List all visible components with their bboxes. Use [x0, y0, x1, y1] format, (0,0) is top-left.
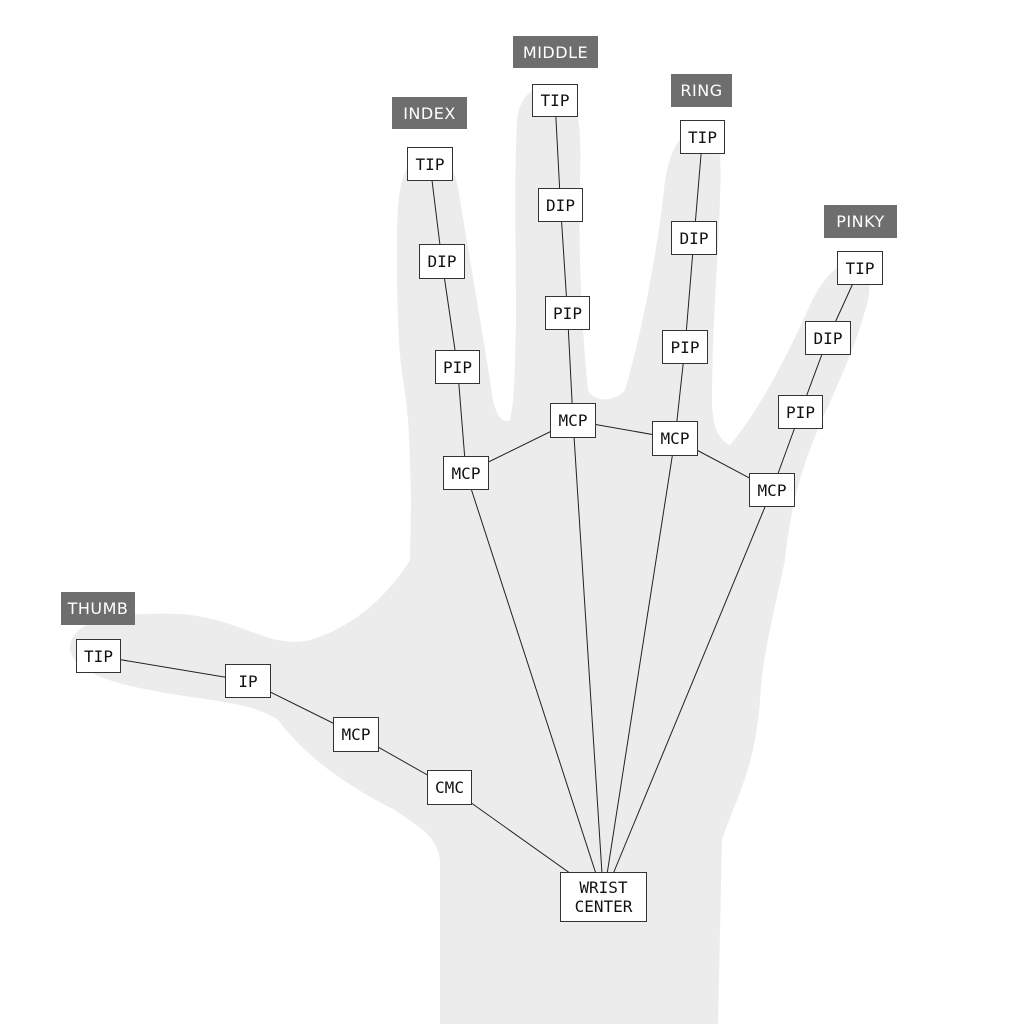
connection-index_dip-index_pip — [441, 261, 458, 368]
finger-label-index: INDEX — [392, 97, 467, 129]
hand-silhouette — [69, 85, 870, 1024]
connection-pinky_mcp-wrist — [603, 489, 773, 898]
node-index-pip: PIP — [435, 350, 480, 384]
node-pinky-dip: DIP — [805, 321, 851, 355]
node-index-dip: DIP — [419, 244, 465, 279]
node-index-mcp: MCP — [443, 456, 489, 490]
node-thumb-cmc: CMC — [427, 770, 472, 805]
node-thumb-mcp: MCP — [333, 717, 379, 752]
connection-middle_mcp-wrist — [572, 420, 604, 898]
node-pinky-mcp: MCP — [749, 473, 795, 507]
node-ring-pip: PIP — [662, 330, 708, 364]
finger-label-pinky: PINKY — [824, 205, 897, 238]
connection-middle_dip-middle_pip — [560, 204, 568, 314]
finger-label-thumb: THUMB — [61, 592, 135, 625]
connection-ring_dip-ring_pip — [684, 237, 695, 348]
node-ring-tip: TIP — [680, 120, 725, 154]
node-wrist-center: WRIST CENTER — [560, 872, 647, 922]
node-ring-mcp: MCP — [652, 421, 698, 456]
node-thumb-tip: TIP — [76, 639, 121, 673]
connection-thumb_tip-thumb_ip — [98, 655, 249, 682]
connection-index_pip-index_mcp — [457, 366, 467, 474]
node-middle-tip: TIP — [532, 84, 578, 117]
connection-middle_tip-middle_dip — [554, 100, 561, 206]
connection-ring_mcp-wrist — [603, 438, 676, 898]
node-middle-mcp: MCP — [550, 403, 596, 438]
connection-middle_pip-middle_mcp — [567, 312, 574, 421]
node-pinky-tip: TIP — [837, 251, 883, 285]
node-ring-dip: DIP — [671, 221, 717, 255]
node-middle-dip: DIP — [538, 188, 583, 222]
node-thumb-ip: IP — [225, 664, 271, 698]
node-index-tip: TIP — [407, 147, 453, 181]
node-pinky-pip: PIP — [778, 395, 823, 429]
connection-index_mcp-wrist — [465, 472, 604, 898]
node-middle-pip: PIP — [545, 296, 590, 330]
finger-label-middle: MIDDLE — [513, 36, 598, 68]
finger-label-ring: RING — [671, 74, 732, 107]
